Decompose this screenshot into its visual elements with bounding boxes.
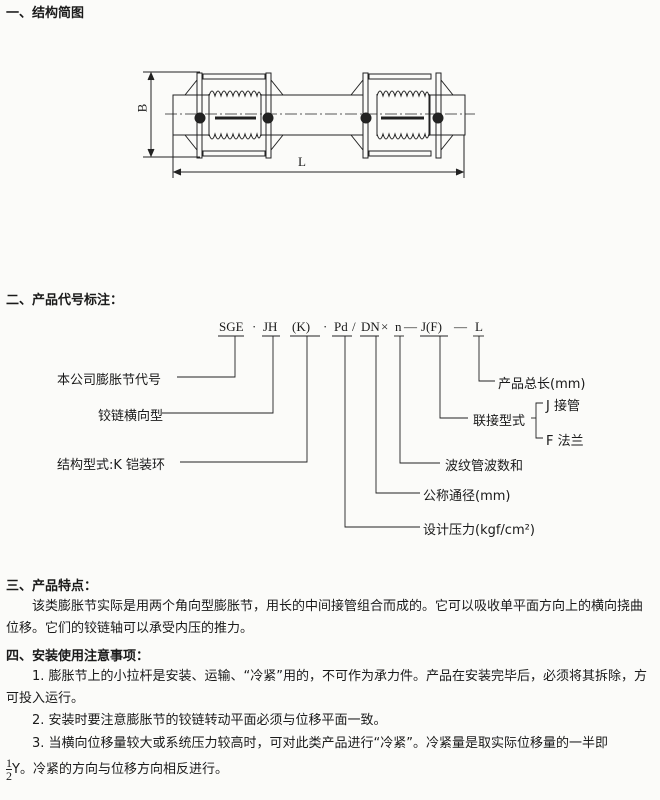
left-expansion-joint bbox=[184, 72, 284, 159]
dimension-b-label: B bbox=[134, 103, 150, 113]
note-item-3: 3. 当横向位移量较大或系统压力较高时，可对此类产品进行“冷紧”。冷紧量是取实际… bbox=[32, 736, 609, 751]
code-part: n bbox=[395, 319, 402, 334]
code-part: L bbox=[475, 319, 483, 334]
note-item-2: 2. 安装时要注意膨胀节的铰链转动平面必须与位移平面一致。 bbox=[32, 713, 387, 728]
code-part: · bbox=[252, 319, 257, 334]
section2-title: 二、产品代号标注： bbox=[6, 293, 124, 308]
dimension-l-label: L bbox=[298, 154, 306, 169]
right-expansion-joint bbox=[350, 72, 454, 159]
code-part: Pd bbox=[334, 319, 348, 334]
code-part: J(F) bbox=[421, 319, 442, 334]
code-part: DN bbox=[361, 319, 380, 334]
fraction-denominator: 2 bbox=[6, 769, 12, 783]
label-length: 产品总长(mm) bbox=[498, 377, 586, 392]
section3-title: 三、产品特点： bbox=[6, 579, 98, 594]
section1-title: 一、结构简图 bbox=[6, 6, 85, 21]
label-diameter: 公称通径(mm) bbox=[423, 489, 511, 504]
label-structure: 结构型式:K 铠装环 bbox=[57, 458, 166, 473]
label-hinge-type: 铰链横向型 bbox=[98, 409, 164, 424]
note-item-1: 1. 膨胀节上的小拉杆是安装、运输、“冷紧”用的，不可作为承力件。产品在安装完毕… bbox=[6, 669, 648, 706]
fraction-numerator: 1 bbox=[6, 756, 12, 770]
code-leader-lines bbox=[162, 335, 543, 528]
dimension-l bbox=[172, 135, 465, 178]
label-conn-f: F 法兰 bbox=[546, 434, 584, 449]
label-company-code: 本公司膨胀节代号 bbox=[57, 373, 162, 388]
note-item-3-tail: Y。冷紧的方向与位移方向相反进行。 bbox=[12, 762, 228, 777]
label-connection: 联接型式 bbox=[473, 414, 526, 429]
label-waves: 波纹管波数和 bbox=[445, 459, 524, 474]
code-part: / bbox=[352, 319, 356, 334]
code-part: — bbox=[454, 319, 467, 334]
code-part: × bbox=[381, 319, 389, 334]
code-part: SGE bbox=[219, 319, 244, 334]
label-pressure: 设计压力(kgf/cm²) bbox=[423, 523, 535, 538]
section4-title: 四、安装使用注意事项： bbox=[6, 649, 150, 664]
code-part: · bbox=[323, 319, 328, 334]
label-conn-j: J 接管 bbox=[546, 399, 580, 414]
dimension-b bbox=[143, 71, 200, 158]
code-part: — bbox=[404, 319, 417, 334]
code-part: (K) bbox=[292, 319, 311, 334]
pipe bbox=[172, 94, 466, 136]
section3-text: 该类膨胀节实际是用两个角向型膨胀节，用长的中间接管组合而成的。它可以吸收单平面方… bbox=[6, 599, 644, 636]
code-part: JH bbox=[263, 319, 278, 334]
